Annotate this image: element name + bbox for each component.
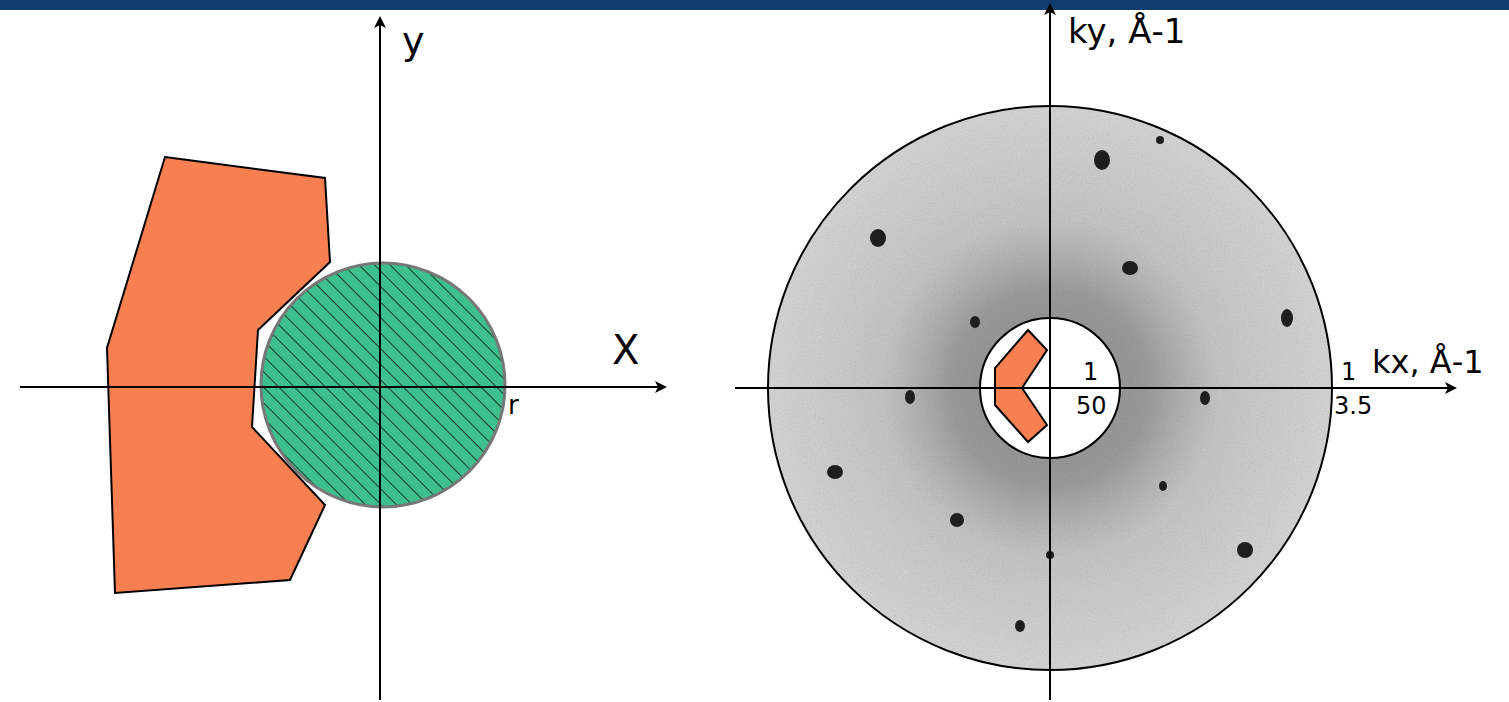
scale-number: 3.5 <box>1334 394 1372 418</box>
axis-label: X <box>612 330 639 370</box>
axis-label: kx, Å-1 <box>1372 346 1484 378</box>
scale-number: 1 <box>1341 360 1356 384</box>
y-axis <box>379 18 381 700</box>
scale-number: 50 <box>1076 394 1107 418</box>
radius-label: r <box>508 392 519 418</box>
ky-axis <box>1049 5 1051 700</box>
axis-label: ky, Å-1 <box>1068 14 1185 48</box>
orange-wedge <box>995 330 1047 442</box>
green-particle <box>261 263 505 507</box>
axis-label: y <box>402 22 425 60</box>
kx-axis <box>735 387 1455 389</box>
x-axis <box>20 386 665 388</box>
scale-number: 1 <box>1083 360 1098 384</box>
top-bar <box>0 0 1509 10</box>
